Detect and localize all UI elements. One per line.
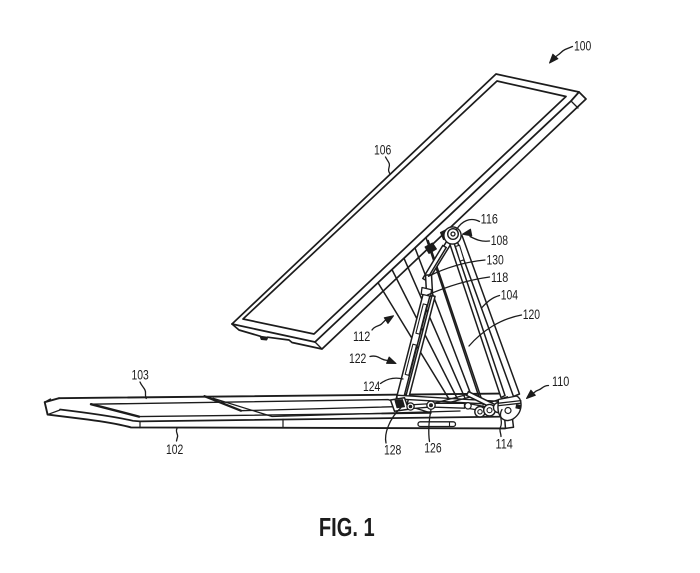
svg-text:130: 130 (487, 253, 504, 268)
svg-text:104: 104 (501, 288, 519, 303)
svg-text:124: 124 (363, 379, 381, 394)
svg-text:100: 100 (574, 39, 591, 54)
svg-text:122: 122 (349, 351, 366, 366)
svg-text:102: 102 (166, 442, 183, 457)
svg-text:108: 108 (491, 233, 508, 248)
svg-text:103: 103 (132, 367, 149, 382)
svg-text:118: 118 (491, 270, 508, 285)
svg-text:114: 114 (496, 436, 514, 451)
svg-text:120: 120 (523, 307, 540, 322)
svg-text:110: 110 (552, 374, 569, 389)
svg-text:128: 128 (384, 442, 401, 457)
svg-text:FIG. 1: FIG. 1 (319, 514, 375, 542)
svg-text:126: 126 (424, 441, 441, 456)
svg-text:106: 106 (374, 142, 391, 157)
svg-text:116: 116 (481, 212, 498, 227)
svg-text:112: 112 (353, 329, 370, 344)
